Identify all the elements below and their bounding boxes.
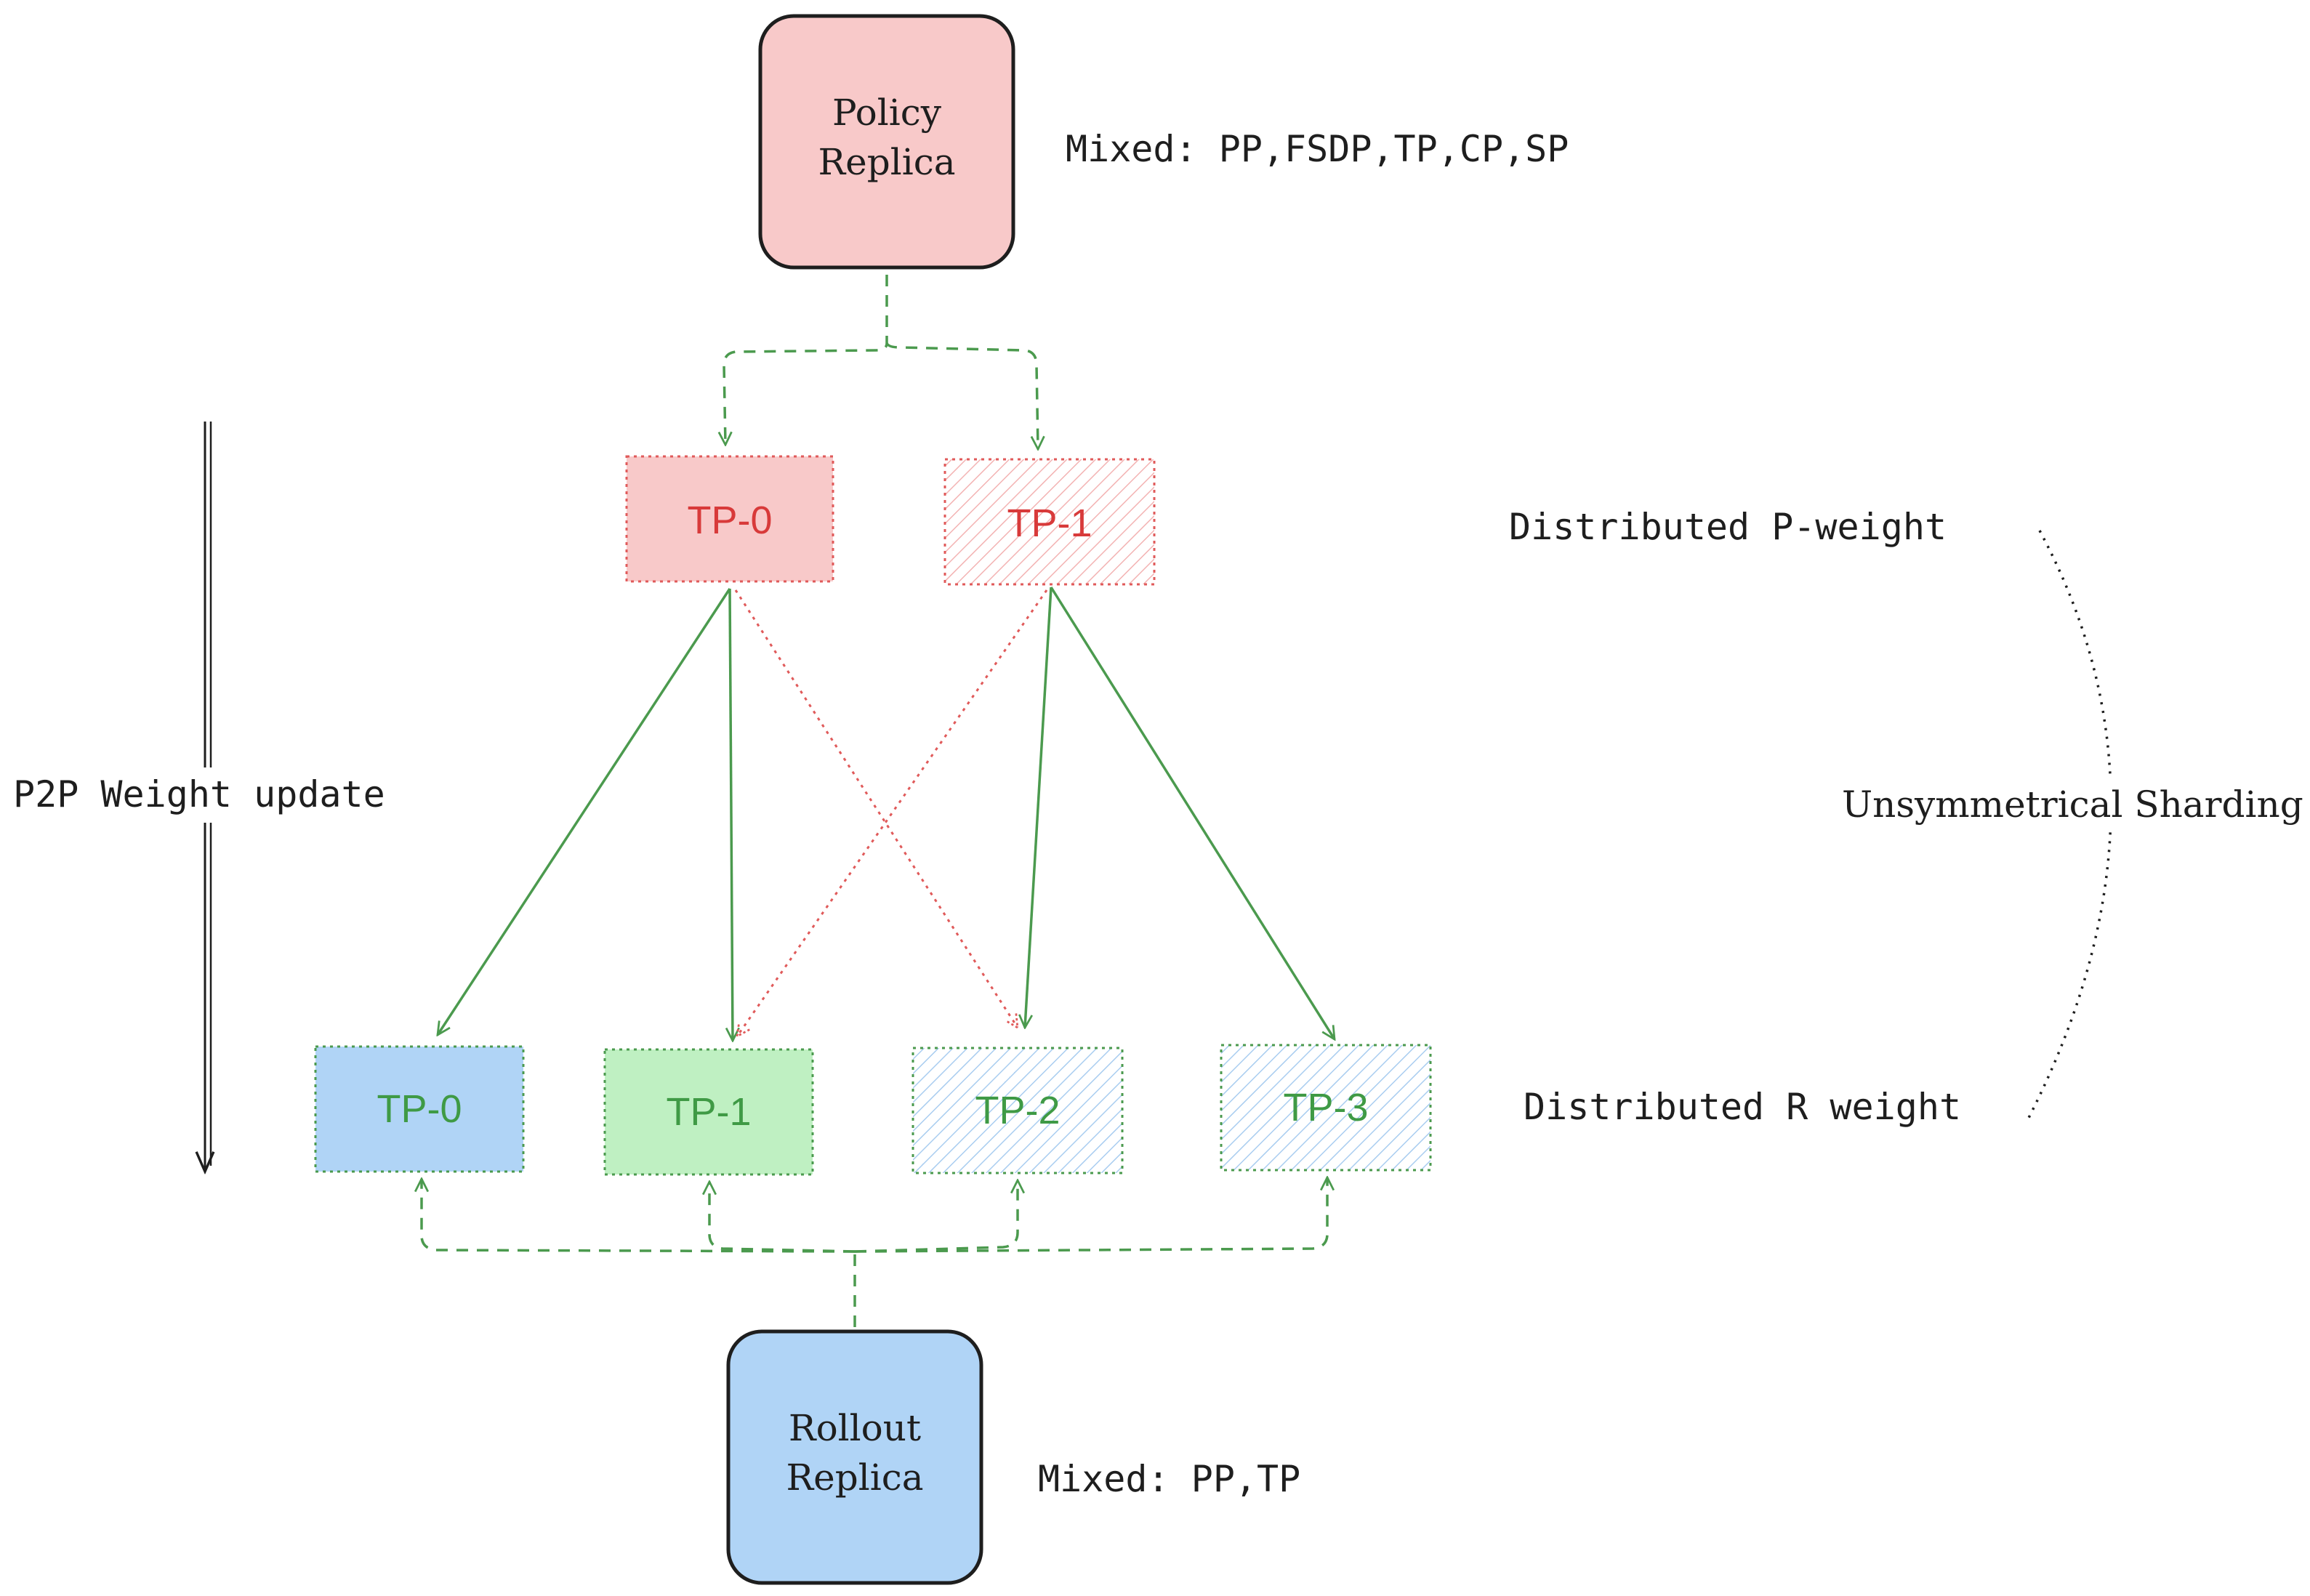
arrow-ptp0-to-rtp1 xyxy=(730,588,733,1041)
rollout-replica-label-line1: Rollout xyxy=(789,1407,921,1449)
policy-replica-label-line2: Replica xyxy=(818,141,955,183)
policy-replica-label-line1: Policy xyxy=(832,92,942,134)
rollout-shard-tp0: TP-0 xyxy=(314,1045,525,1173)
rollout-replica-node: Rollout Replica xyxy=(726,1329,983,1585)
rollout-parallelism-label: Mixed: PP,TP xyxy=(1038,1458,1300,1500)
rollout-distribution-connectors xyxy=(422,1177,1327,1327)
arrow-ptp0-to-rtp0 xyxy=(438,588,731,1035)
rollout-shard-tp0-label: TP-0 xyxy=(377,1087,462,1131)
rollout-shard-tp2: TP-2 xyxy=(911,1047,1124,1174)
rollout-shard-tp3-label: TP-3 xyxy=(1283,1086,1368,1129)
distributed-r-weight-label: Distributed R weight xyxy=(1524,1086,1961,1128)
arrow-ptp1-to-rtp3 xyxy=(1050,587,1335,1039)
rollout-shard-tp3: TP-3 xyxy=(1220,1044,1432,1172)
rollout-shard-tp1: TP-1 xyxy=(603,1048,814,1176)
rollout-shard-tp1-label: TP-1 xyxy=(666,1090,751,1134)
rollout-shard-tp2-label: TP-2 xyxy=(975,1089,1060,1132)
policy-replica-node: Policy Replica xyxy=(758,14,1015,270)
unsymmetrical-sharding-label: Unsymmetrical Sharding xyxy=(1842,783,2303,826)
p2p-weight-update-label: P2P Weight update xyxy=(13,773,385,815)
rollout-replica-label-line2: Replica xyxy=(786,1456,923,1499)
policy-parallelism-label: Mixed: PP,FSDP,TP,CP,SP xyxy=(1066,128,1569,170)
policy-distribution-connectors xyxy=(724,275,1038,449)
policy-shard-tp1: TP-1 xyxy=(943,458,1156,586)
distributed-p-weight-label: Distributed P-weight xyxy=(1509,506,1947,548)
weight-transfer-arrows xyxy=(438,587,1335,1041)
p2p-label-backdrop xyxy=(10,767,403,823)
sharding-label-backdrop xyxy=(1839,779,2304,830)
policy-shard-tp0-label: TP-0 xyxy=(687,499,772,542)
arrow-ptp1-to-rtp2 xyxy=(1025,587,1053,1028)
policy-shard-tp0: TP-0 xyxy=(625,455,834,583)
arrow-ptp0-to-rtp2 xyxy=(734,589,1018,1028)
arrow-ptp1-to-rtp1 xyxy=(737,589,1048,1036)
policy-shard-tp1-label: TP-1 xyxy=(1007,501,1092,545)
